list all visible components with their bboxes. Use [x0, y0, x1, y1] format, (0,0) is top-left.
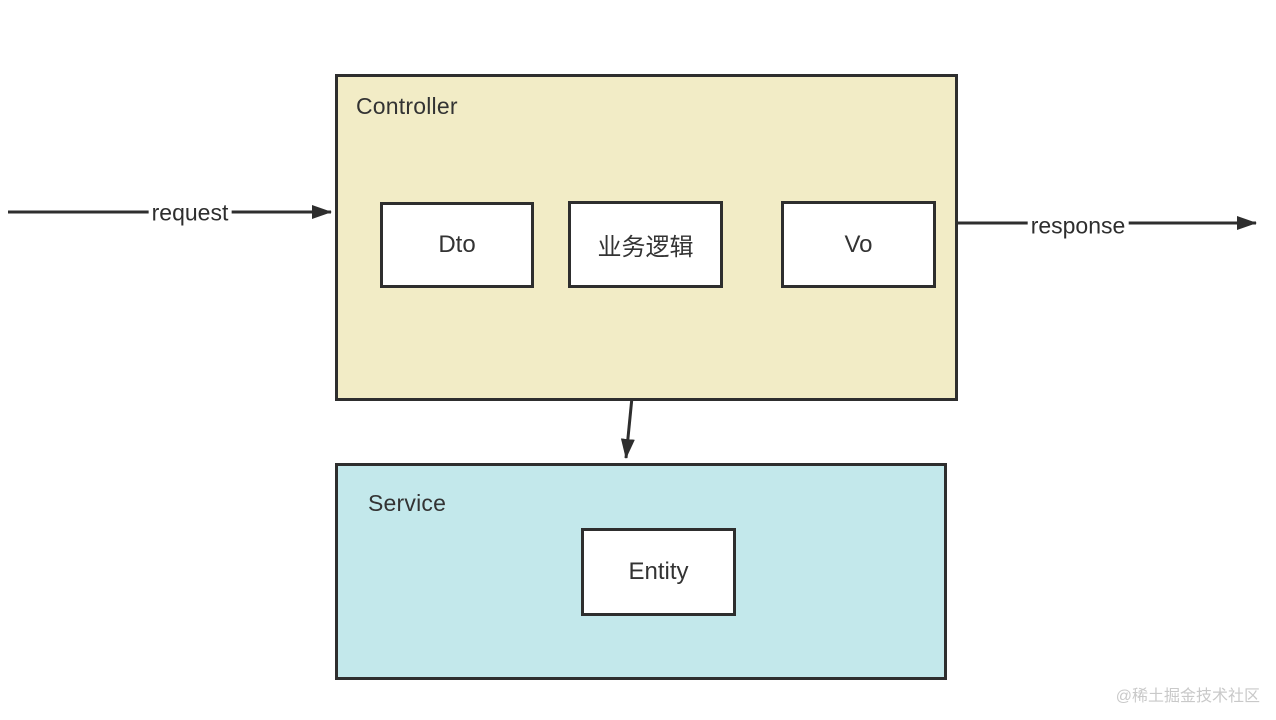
node-dto: Dto — [380, 202, 534, 288]
controller-group-label: Controller — [356, 93, 458, 119]
watermark-text: @稀土掘金技术社区 — [1115, 688, 1260, 705]
controller-group: Controller Dto 业务逻辑 Vo — [335, 74, 958, 401]
node-business-logic-label: 业务逻辑 — [597, 234, 694, 261]
node-vo: Vo — [781, 201, 936, 288]
node-entity: Entity — [581, 528, 736, 616]
node-dto-label: Dto — [438, 231, 476, 258]
response-edge-label: response — [1027, 212, 1129, 240]
request-edge-label: request — [148, 199, 232, 227]
service-group: Service Entity — [335, 463, 947, 680]
node-business-logic: 业务逻辑 — [568, 201, 723, 288]
service-group-label: Service — [368, 490, 447, 516]
node-entity-label: Entity — [628, 558, 689, 585]
node-vo-label: Vo — [844, 230, 873, 258]
